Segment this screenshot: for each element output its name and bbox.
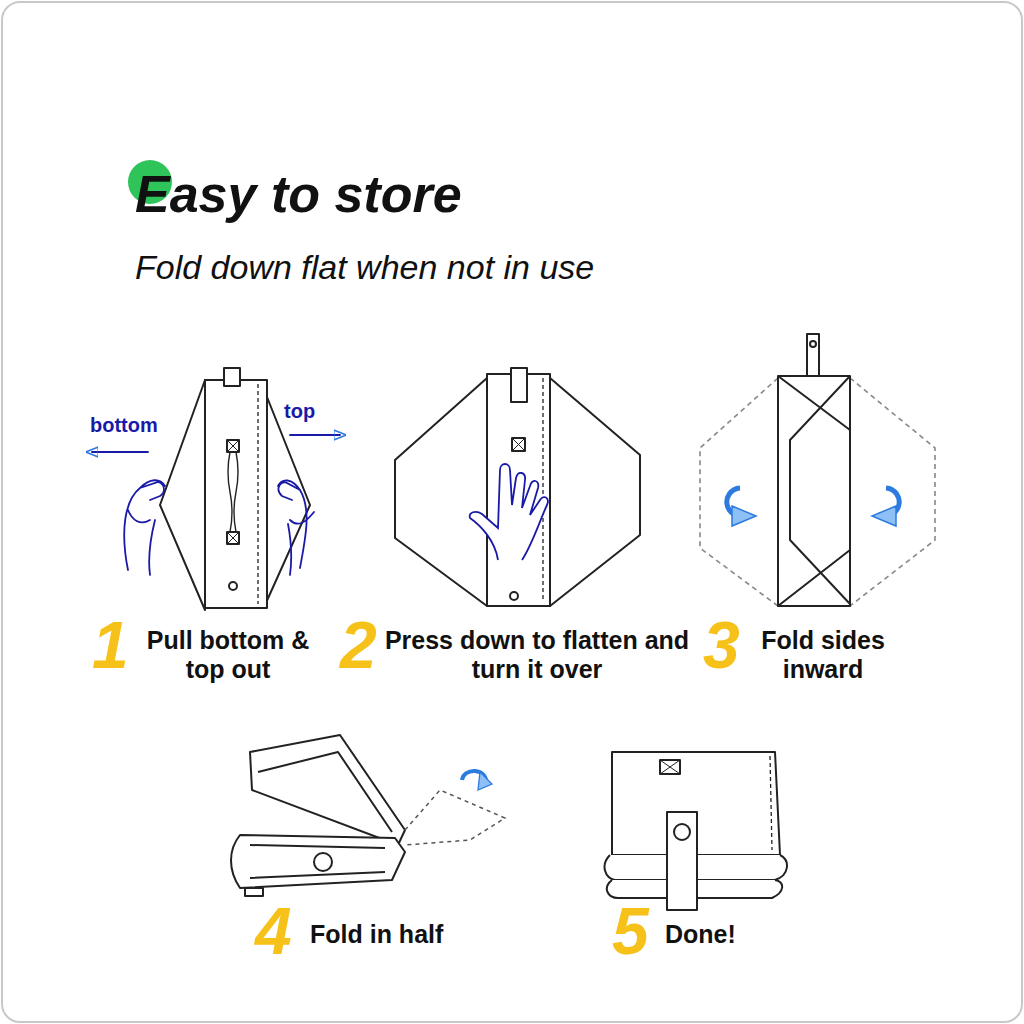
- step-number: 3: [703, 612, 740, 678]
- step-number: 2: [340, 612, 377, 678]
- step-caption: Press down to flatten and turn it over: [382, 626, 692, 684]
- step-number: 4: [255, 898, 292, 964]
- step3-bag: [778, 334, 850, 606]
- subtitle: Fold down flat when not in use: [135, 248, 594, 287]
- title: Easy to store: [135, 168, 462, 220]
- fold-arrows: [727, 488, 899, 526]
- direction-label: bottom: [90, 414, 158, 437]
- step-caption: Fold in half: [310, 920, 443, 949]
- step4-fold-ghost: [405, 790, 505, 845]
- step2-bag: [395, 368, 640, 606]
- step-number: 1: [92, 612, 129, 678]
- step-number: 5: [612, 898, 649, 964]
- step2-hand: [470, 464, 548, 560]
- step-caption: Pull bottom & top out: [128, 626, 328, 684]
- step5-bag: [605, 752, 787, 910]
- step1-hands: [92, 435, 340, 575]
- step4-bag: [231, 735, 405, 896]
- step-caption: Fold sides inward: [748, 626, 898, 684]
- direction-label: top: [284, 400, 315, 423]
- step-caption: Done!: [665, 920, 736, 949]
- fold-arrow-head: [478, 772, 492, 790]
